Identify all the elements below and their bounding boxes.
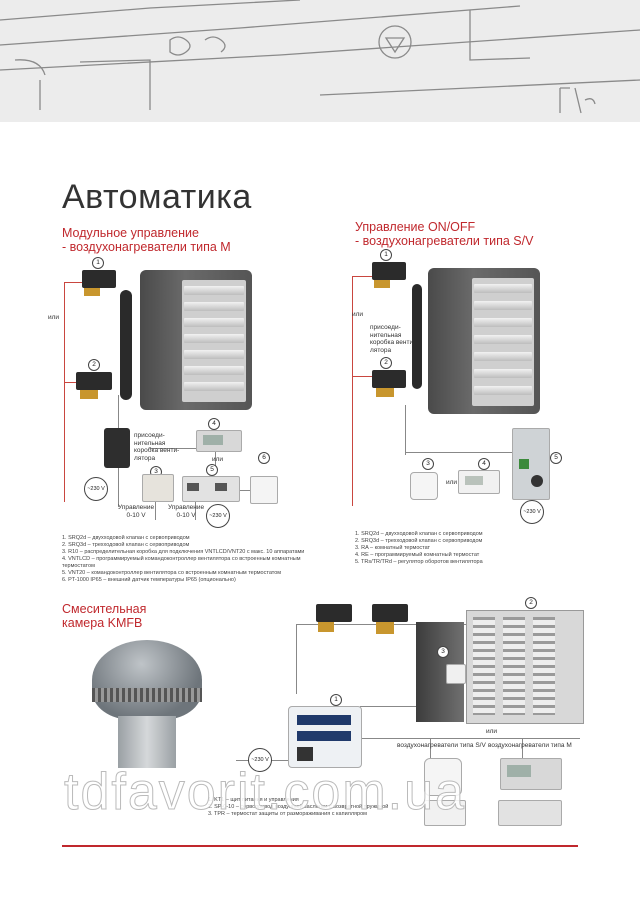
programmable-thermostat-image [458, 470, 500, 494]
number-badge-3: 3 [422, 458, 434, 470]
three-way-valve-image [372, 604, 408, 622]
wire [64, 382, 82, 383]
valve-body [318, 622, 334, 632]
wire [155, 500, 156, 520]
or-label: или [486, 728, 498, 735]
number-badge-2: 2 [380, 357, 392, 369]
wire [195, 500, 196, 520]
wire [522, 738, 523, 758]
or-label: или [446, 479, 458, 486]
onoff-legend: 1. SRQ2d – двухходовой клапан с сервопри… [355, 531, 483, 565]
wire [118, 462, 119, 507]
sketch-header-image [0, 0, 640, 122]
heater-pipe [120, 290, 132, 400]
kmfb-title-line1: Смесительная [62, 602, 147, 616]
wire [360, 706, 450, 707]
kt1-control-panel-image [288, 706, 362, 768]
modular-title-line1: Модульное управление [62, 226, 199, 240]
or-label: или [352, 311, 364, 318]
junction-box-image [104, 428, 130, 468]
number-badge-3: 3 [437, 646, 449, 658]
temperature-sensor-image [250, 476, 278, 504]
wire [405, 452, 515, 453]
voltage-badge: ~230 V [84, 477, 108, 501]
onoff-title-line1: Управление ON/OFF [355, 220, 476, 234]
valve-body [374, 280, 390, 288]
onoff-title-line2: - воздухонагреватели типа S/V [355, 234, 534, 248]
number-badge-6: 6 [258, 452, 270, 464]
sketch-drawing [0, 0, 640, 122]
heater-pipe [412, 284, 422, 389]
two-way-valve-image [372, 262, 406, 280]
vnt20-controller-image [498, 800, 562, 826]
number-badge-4: 4 [478, 458, 490, 470]
valve-body [376, 388, 394, 397]
wire [215, 445, 216, 467]
m-heaters-label: воздухонагреватели типа М [488, 742, 572, 749]
or-label: или [48, 314, 60, 321]
mixing-chamber-dampers [466, 610, 584, 724]
voltage-badge: ~230 V [520, 500, 544, 524]
vntlcd-controller-image [500, 758, 562, 790]
sv-thermostat-image [424, 758, 462, 796]
number-badge-2: 2 [88, 359, 100, 371]
fan-speed-regulator-image [512, 428, 550, 500]
roof-hood-image [92, 640, 202, 720]
wire [296, 624, 297, 694]
valve-body [376, 622, 394, 634]
number-badge-4: 4 [208, 418, 220, 430]
hood-duct [118, 716, 176, 768]
junction-box-label: присоеди-нительная коробка венти-лятора [134, 432, 180, 462]
page-title: Автоматика [62, 178, 252, 216]
modular-title-line2: - воздухонагреватели типа М [62, 240, 231, 254]
number-badge-5: 5 [206, 464, 218, 476]
wire [360, 738, 580, 739]
number-badge-2: 2 [525, 597, 537, 609]
wire [352, 376, 374, 377]
room-thermostat-image [410, 472, 438, 500]
watermark: tdfavorit.com.ua [64, 763, 466, 822]
valve-body [84, 288, 100, 296]
wire [430, 738, 431, 758]
junction-box-label: присоеди-нительная коробка венти-лятора [370, 324, 416, 354]
wire [352, 276, 353, 506]
or-label: или [212, 456, 224, 463]
two-way-valve-image [82, 270, 116, 288]
two-way-valve-image [316, 604, 352, 622]
vnt20-controller-image [182, 476, 240, 502]
three-way-valve-image [76, 372, 112, 390]
number-badge-1: 1 [92, 257, 104, 269]
heater-unit-image [428, 268, 540, 414]
three-way-valve-image [372, 370, 406, 388]
distribution-box-image [142, 474, 174, 502]
wire [64, 282, 65, 502]
number-badge-1: 1 [380, 249, 392, 261]
wire [150, 448, 210, 449]
kmfb-legend: 1. KT1 – щит питания и управления 2. SP-… [208, 797, 389, 817]
wire [405, 405, 406, 455]
modular-legend: 1. SRQ2d – двухходовой клапан с сервопри… [62, 535, 305, 583]
sv-heaters-label: воздухонагреватели типа S/V [397, 742, 486, 749]
heater-unit-image [140, 270, 252, 410]
frost-thermostat-image [446, 664, 466, 684]
number-badge-5: 5 [550, 452, 562, 464]
hood-grille [92, 688, 202, 702]
valve-body [80, 390, 98, 399]
sv-programmable-thermostat-image [424, 800, 466, 826]
voltage-badge: ~230 V [206, 504, 230, 528]
number-badge-1: 1 [330, 694, 342, 706]
wire [64, 282, 84, 283]
vntlcd-controller-image [196, 430, 242, 452]
voltage-badge: ~230 V [248, 748, 272, 772]
kmfb-title-line2: камера KMFB [62, 616, 143, 630]
wire [118, 395, 119, 440]
wire [352, 276, 374, 277]
footer-rule [62, 845, 578, 847]
